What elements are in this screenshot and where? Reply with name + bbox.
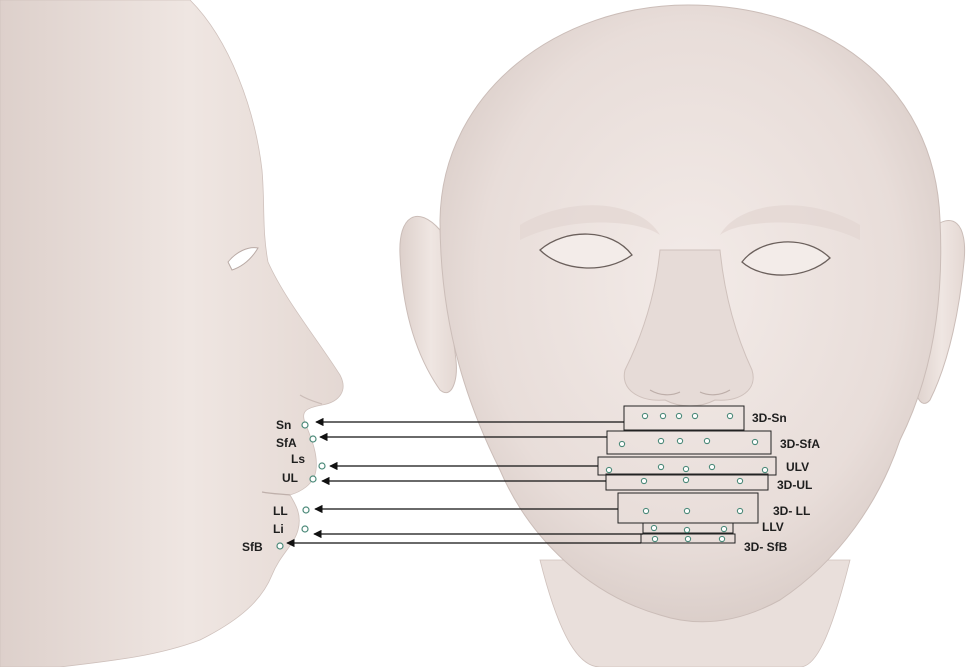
frontal-point: [660, 413, 665, 418]
profile-face: [0, 0, 343, 667]
frontal-point: [658, 464, 663, 469]
label-ll: LL: [273, 504, 288, 518]
frontal-point: [727, 413, 732, 418]
frontal-point: [658, 438, 663, 443]
frontal-point: [737, 478, 742, 483]
frontal-point: [684, 508, 689, 513]
frontal-point: [721, 526, 726, 531]
frontal-point: [619, 441, 624, 446]
profile-point-ul: [310, 476, 316, 482]
label-3d-sn: 3D-Sn: [752, 411, 787, 425]
label-3d-ul: 3D-UL: [777, 478, 812, 492]
frontal-point: [685, 536, 690, 541]
frontal-point: [643, 508, 648, 513]
label-sn: Sn: [276, 418, 291, 432]
label-ulv: ULV: [786, 460, 809, 474]
label-ls: Ls: [291, 452, 305, 466]
frontal-point: [684, 527, 689, 532]
frontal-point: [762, 467, 767, 472]
frontal-point: [737, 508, 742, 513]
profile-point-ll: [303, 507, 309, 513]
frontal-point: [652, 536, 657, 541]
label-sfa: SfA: [276, 436, 297, 450]
frontal-face: [400, 5, 965, 667]
frontal-point: [692, 413, 697, 418]
frontal-point: [606, 467, 611, 472]
profile-point-li: [302, 526, 308, 532]
frontal-point: [676, 413, 681, 418]
frontal-point: [677, 438, 682, 443]
profile-point-sfb: [277, 543, 283, 549]
frontal-point: [704, 438, 709, 443]
frontal-point: [683, 466, 688, 471]
frontal-point: [683, 477, 688, 482]
frontal-point: [719, 536, 724, 541]
label-3d-sfa: 3D-SfA: [780, 437, 820, 451]
frontal-point: [709, 464, 714, 469]
frontal-point: [641, 478, 646, 483]
profile-point-sn: [302, 422, 308, 428]
frontal-point: [642, 413, 647, 418]
label-3d-sfb: 3D- SfB: [744, 540, 788, 554]
label-3d-ll: 3D- LL: [773, 504, 810, 518]
label-li: Li: [273, 522, 284, 536]
frontal-point: [651, 525, 656, 530]
label-ul: UL: [282, 471, 298, 485]
label-llv: LLV: [762, 520, 784, 534]
label-sfb: SfB: [242, 540, 263, 554]
profile-point-sfa: [310, 436, 316, 442]
frontal-point: [752, 439, 757, 444]
profile-point-ls: [319, 463, 325, 469]
